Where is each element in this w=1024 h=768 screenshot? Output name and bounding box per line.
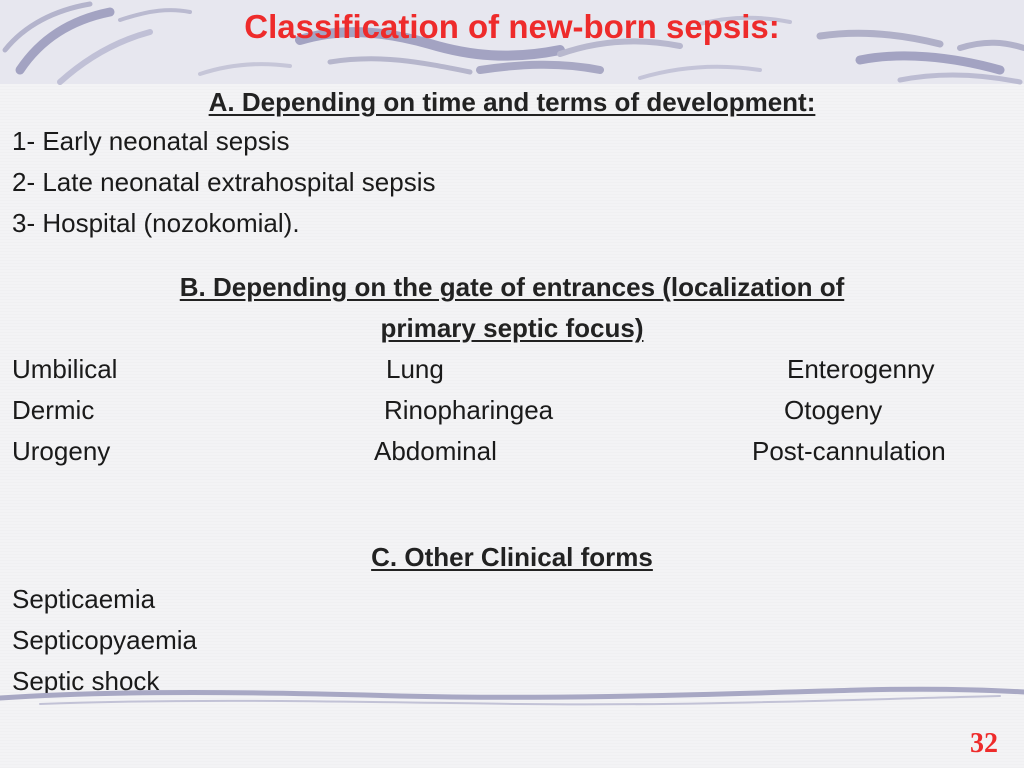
slide-title: Classification of new-born sepsis: [244, 8, 780, 45]
grid-cell: Urogeny [12, 436, 111, 466]
section-c-item: Septicopyaemia [12, 625, 197, 655]
section-a-item: 2- Late neonatal extrahospital sepsis [12, 167, 436, 197]
grid-cell: Lung [386, 354, 444, 384]
section-a-item: 1- Early neonatal sepsis [12, 126, 290, 156]
grid-cell: Rinopharingea [384, 395, 554, 425]
page-number: 32 [970, 728, 998, 759]
grid-cell: Abdominal [374, 436, 497, 466]
swirl-decoration-bottom [0, 686, 1024, 706]
section-a-item: 3- Hospital (nozokomial). [12, 208, 300, 238]
grid-cell: Dermic [12, 395, 95, 425]
swirl-decoration-top [2, 1, 1024, 85]
grid-cell: Post-cannulation [752, 436, 946, 466]
grid-cell: Enterogenny [787, 354, 935, 384]
section-a-heading: A. Depending on time and terms of develo… [208, 87, 816, 117]
grid-cell: Umbilical [12, 354, 118, 384]
section-c-heading: C. Other Clinical forms [371, 542, 653, 572]
grid-cell: Otogeny [784, 395, 883, 425]
section-c-item: Septicaemia [12, 584, 156, 614]
section-b-heading-line1: B. Depending on the gate of entrances (l… [179, 272, 845, 302]
section-b-heading-line2: primary septic focus) [380, 313, 644, 343]
